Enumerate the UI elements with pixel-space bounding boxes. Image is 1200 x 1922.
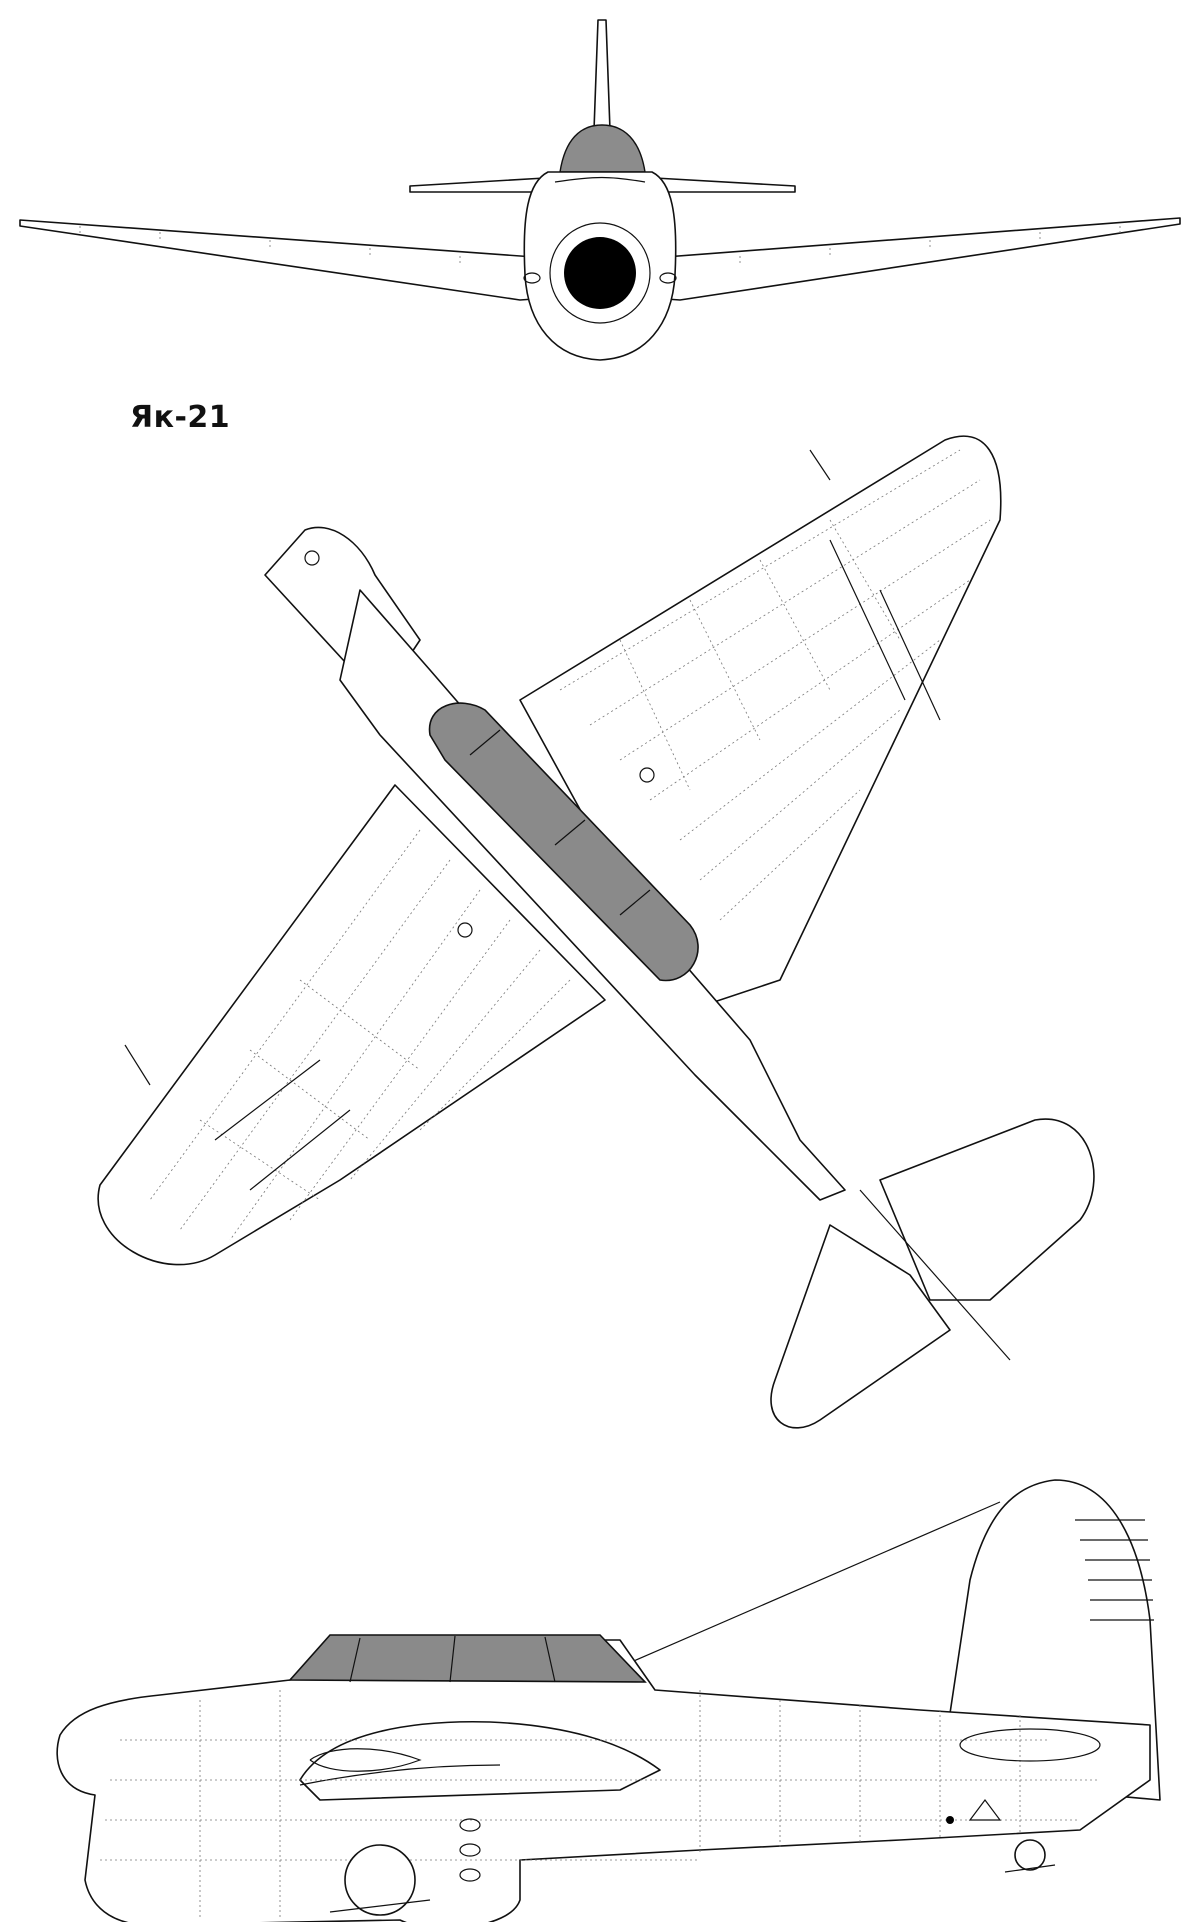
top-fin-edge [859, 1189, 1011, 1361]
side-exhaust-port [459, 1843, 481, 1857]
top-wing-left [97, 784, 606, 1266]
side-access-hatch [968, 1799, 1002, 1821]
side-engine-line [299, 1764, 501, 1786]
side-fuselage-panels-h [100, 1739, 1100, 1861]
front-cowl-line [554, 176, 646, 183]
top-pitot-right [809, 449, 831, 481]
top-wing-right-panels [559, 449, 991, 921]
side-main-wheel [344, 1844, 416, 1916]
side-wing-section [309, 1748, 422, 1772]
side-exhaust-port [459, 1818, 481, 1832]
side-tail-wheel [1014, 1839, 1046, 1871]
top-fuel-cap-right [639, 767, 655, 783]
side-canopy [288, 1634, 647, 1683]
top-nose-light [304, 550, 320, 566]
side-canopy-frames [349, 1635, 556, 1683]
front-gear-left [523, 272, 541, 284]
top-stabilizer-right [879, 1118, 1095, 1301]
top-wing-right [519, 435, 1002, 1011]
front-canopy [559, 124, 646, 173]
front-wing-right-panels [739, 226, 1121, 266]
side-antenna-wire [589, 1501, 1001, 1681]
front-wing-left-panels [79, 226, 461, 266]
side-fuselage-panels-v [199, 1690, 1021, 1920]
side-tailplane [959, 1728, 1101, 1762]
aircraft-designation-label: Як-21 [130, 400, 231, 435]
top-pitot-left [124, 1044, 151, 1086]
side-exhaust-port [459, 1868, 481, 1882]
top-fuel-cap-left [457, 922, 473, 938]
side-rudder-ribs [1075, 1519, 1154, 1621]
top-aileron-left [214, 1059, 351, 1191]
front-engine-intake [564, 237, 636, 309]
top-stabilizer-left [770, 1224, 951, 1429]
top-wing-left-ribs [199, 979, 421, 1201]
top-canopy [428, 702, 699, 982]
side-main-skid [329, 1899, 431, 1913]
side-engine-pod [299, 1720, 661, 1801]
side-marker-dot [946, 1816, 954, 1824]
front-intake-lip [549, 222, 651, 324]
top-wing-left-panels [149, 829, 571, 1241]
top-canopy-frames [469, 729, 651, 916]
front-gear-right [659, 272, 677, 284]
side-tail-skid [1004, 1864, 1056, 1873]
top-aileron-right [829, 539, 941, 721]
